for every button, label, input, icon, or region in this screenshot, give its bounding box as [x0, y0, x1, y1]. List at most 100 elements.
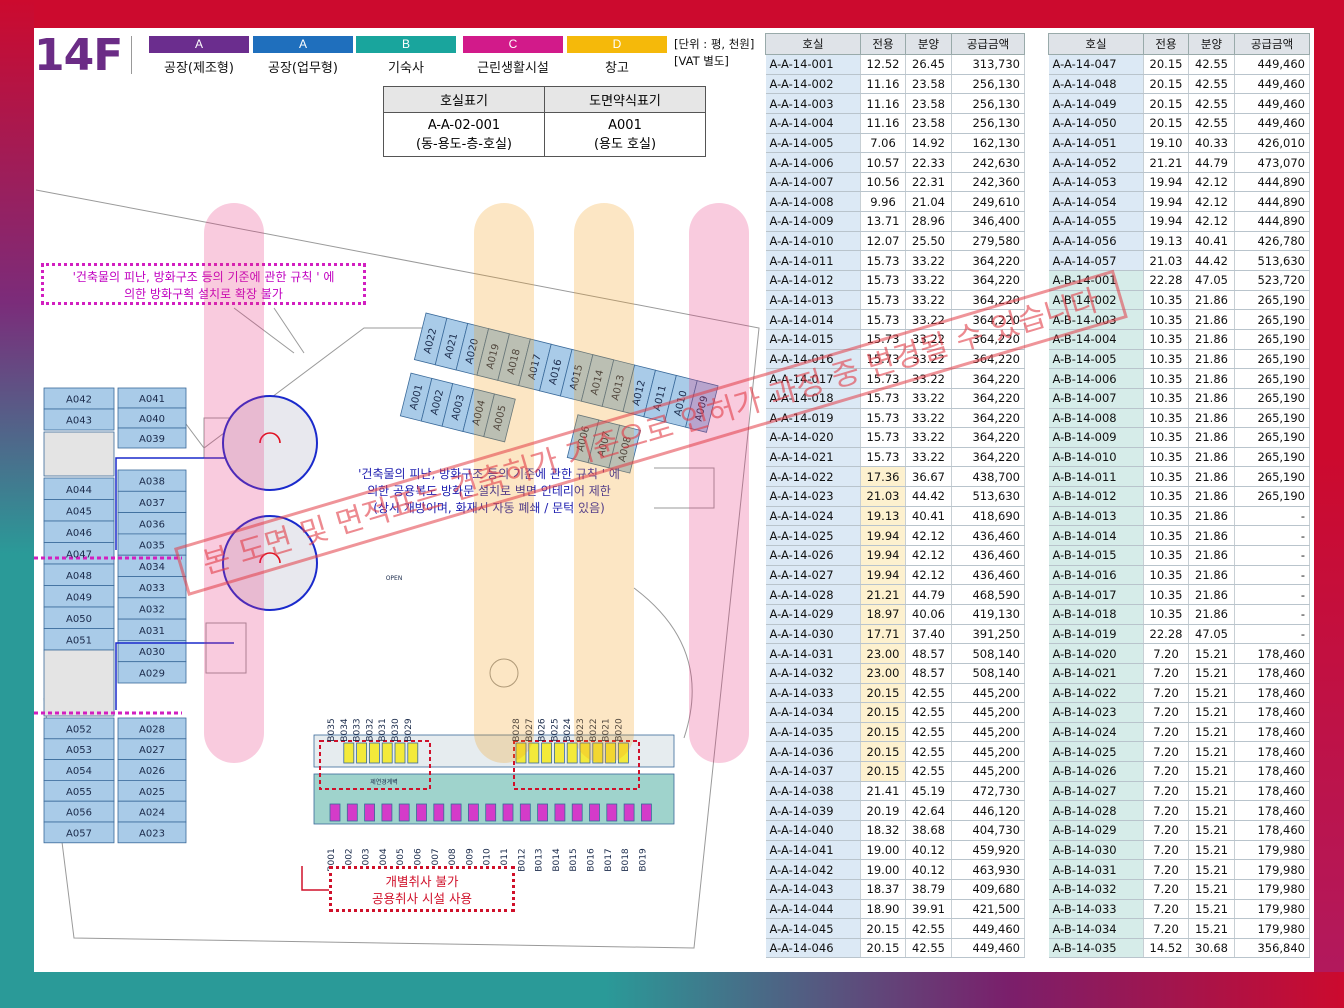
frame-left-band	[0, 0, 34, 1008]
unit-id-cell: A-A-14-050	[1048, 113, 1144, 134]
sale-area-cell: 42.55	[905, 683, 952, 704]
unit-label: B020	[614, 718, 624, 742]
exclusive-area-cell: 15.73	[860, 290, 906, 311]
legend-swatch: C	[463, 36, 563, 53]
unit-id-cell: A-A-14-003	[765, 93, 861, 114]
sale-area-cell: 33.22	[905, 349, 952, 370]
unit-id-cell: A-B-14-008	[1048, 408, 1144, 429]
unit-label: B021	[602, 718, 612, 741]
exclusive-area-cell: 15.73	[860, 270, 906, 291]
unit-label: B005	[396, 848, 406, 871]
unit-id-cell: A-A-14-037	[765, 761, 861, 782]
watermark-stripe-1	[204, 203, 264, 763]
legend-swatch: A	[149, 36, 249, 53]
unit-label: A023	[139, 828, 165, 839]
unit-box	[450, 803, 462, 822]
sale-area-cell: 21.86	[1188, 309, 1235, 330]
unit-box	[554, 742, 565, 764]
unit-box	[566, 742, 578, 764]
col-exclusive: 전용	[1143, 33, 1189, 55]
sale-area-cell: 25.50	[905, 231, 952, 252]
sale-area-cell: 42.55	[905, 761, 952, 782]
unit-label: A038	[139, 477, 165, 488]
unit-id-cell: A-B-14-027	[1048, 781, 1144, 802]
exclusive-area-cell: 20.15	[1143, 54, 1189, 75]
sale-area-cell: 42.55	[1188, 113, 1235, 134]
sale-area-cell: 42.55	[1188, 54, 1235, 75]
unit-box	[43, 821, 115, 844]
unit-box	[364, 803, 376, 822]
frame-right-band	[1314, 0, 1344, 1008]
unit-box	[368, 742, 380, 764]
unit-id-cell: A-B-14-025	[1048, 741, 1144, 763]
price-cell: 508,140	[951, 643, 1025, 664]
price-cell: 178,460	[1234, 820, 1310, 841]
sale-area-cell: 47.05	[1188, 624, 1235, 645]
unit-box	[117, 427, 187, 449]
price-cell: 426,010	[1234, 133, 1310, 154]
exclusive-area-cell: 18.90	[860, 899, 906, 920]
unit-id-cell: A-A-14-042	[765, 859, 861, 880]
unit-label: A034	[139, 562, 165, 573]
unit-label: B006	[414, 848, 424, 872]
unit-id-cell: A-A-14-052	[1048, 152, 1144, 173]
unit-label: B028	[512, 718, 522, 742]
price-cell: 256,130	[951, 74, 1025, 95]
exclusive-area-cell: 7.20	[1143, 859, 1189, 880]
sale-area-cell: 42.55	[905, 918, 952, 939]
sale-area-cell: 21.04	[905, 191, 952, 213]
unit-label: B027	[525, 718, 535, 741]
column-circle	[489, 658, 519, 688]
exclusive-area-cell: 7.20	[1143, 761, 1189, 782]
vat-note-line: [VAT 별도]	[674, 54, 729, 68]
exclusive-area-cell: 10.35	[1143, 329, 1189, 350]
unit-box	[592, 742, 604, 764]
price-cell: 445,200	[951, 722, 1025, 743]
unit-label: B003	[362, 848, 372, 871]
unit-id-cell: A-A-14-057	[1048, 250, 1144, 272]
unit-id-cell: A-A-14-011	[765, 250, 861, 272]
exclusive-area-cell: 20.15	[860, 741, 906, 763]
exclusive-area-cell: 7.20	[1143, 722, 1189, 743]
kitchen-zone-box	[513, 740, 640, 790]
sale-area-cell: 30.68	[1188, 938, 1235, 959]
unit-label: A033	[139, 583, 165, 594]
unit-label: A029	[139, 668, 165, 679]
price-cell: 249,610	[951, 191, 1025, 213]
price-cell: 356,840	[1234, 938, 1310, 959]
unit-label: B031	[378, 718, 388, 741]
cooking-note: 개별취사 불가 공용취사 시설 사용	[329, 866, 515, 912]
sale-area-cell: 21.86	[1188, 447, 1235, 468]
unit-label: B010	[483, 848, 493, 872]
exclusive-area-cell: 22.28	[1143, 624, 1189, 645]
sale-area-cell: 21.86	[1188, 408, 1235, 429]
fire-door-symbol	[259, 432, 281, 444]
exclusive-area-cell: 10.35	[1143, 604, 1189, 625]
floor-divider	[131, 36, 132, 74]
exclusive-area-cell: 10.35	[1143, 584, 1189, 605]
sale-area-cell: 44.79	[1188, 152, 1235, 173]
unit-id-cell: A-A-14-031	[765, 643, 861, 664]
exclusive-area-cell: 19.94	[1143, 211, 1189, 232]
unit-id-cell: A-A-14-002	[765, 74, 861, 95]
unit-box	[43, 408, 115, 431]
sale-area-cell: 39.91	[905, 899, 952, 920]
unit-id-cell: A-A-14-036	[765, 741, 861, 763]
unit-id-cell: A-B-14-017	[1048, 584, 1144, 605]
